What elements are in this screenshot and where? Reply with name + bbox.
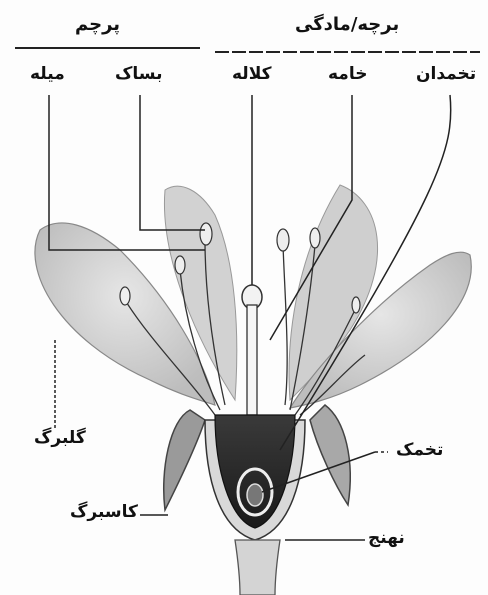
receptacle-label: نهنج	[368, 530, 405, 547]
pistil-label: برچه/مادگی	[295, 16, 399, 34]
ovary-label: تخمدان	[416, 66, 476, 83]
filament-label: میله	[30, 66, 65, 83]
style-label: خامه	[328, 66, 367, 83]
style	[247, 305, 257, 415]
stigma-label: کلاله	[232, 66, 272, 83]
stamen-label: پرچم	[75, 16, 120, 34]
sepal-right	[310, 405, 350, 505]
ovule-label: تخمک	[396, 442, 443, 459]
anther-label: بساک	[115, 66, 162, 83]
stalk	[235, 540, 280, 595]
sepal-label: کاسبرگ	[70, 504, 138, 521]
petal-label: گلبرگ	[34, 430, 86, 447]
ovule	[247, 484, 263, 506]
sepal-left	[164, 410, 205, 510]
